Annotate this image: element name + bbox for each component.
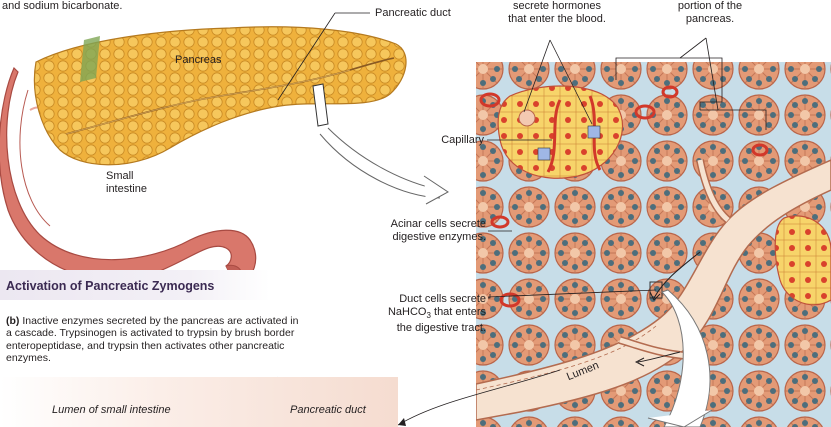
islet-hormones-label: secrete hormones that enter the blood.	[492, 0, 622, 26]
small-intestine-label: Small intestine	[106, 170, 147, 196]
acinar-line2: digestive enzymes.	[330, 231, 486, 244]
duct-cells-formula: NaHCO	[388, 306, 427, 318]
capillary-label: Capillary	[380, 134, 484, 147]
duct-cells-line3: the digestive tract.	[330, 322, 486, 335]
section-title: Activation of Pancreatic Zymogens	[6, 279, 214, 293]
exocrine-portion-line1: portion of the	[650, 0, 770, 13]
duct-cells-label: Duct cells secrete NaHCO3 that enters th…	[330, 293, 486, 335]
small-intestine-line2: intestine	[106, 183, 147, 196]
histology-panel	[476, 62, 831, 427]
duct-cells-line1: Duct cells secrete	[330, 293, 486, 306]
acinar-cells-label: Acinar cells secrete digestive enzymes.	[330, 218, 486, 244]
exocrine-portion-line2: pancreas.	[650, 13, 770, 26]
top-left-text: and sodium bicarbonate.	[2, 0, 122, 13]
duct-cells-line2: NaHCO3 that enters	[330, 306, 486, 322]
acinar-line1: Acinar cells secrete	[330, 218, 486, 231]
small-intestine-lumen-label: Lumen of small intestine	[52, 404, 171, 416]
pancreatic-duct-panel-label: Pancreatic duct	[290, 404, 366, 416]
pancreatic-duct-label: Pancreatic duct	[375, 7, 451, 20]
islet-hormones-line1: secrete hormones	[492, 0, 622, 13]
caption-text: Inactive enzymes secreted by the pancrea…	[6, 315, 298, 364]
figure-caption: (b) Inactive enzymes secreted by the pan…	[6, 315, 306, 365]
duct-cells-line2-rest: that enters	[431, 306, 486, 318]
exocrine-portion-label: portion of the pancreas.	[650, 0, 770, 26]
activation-panel	[0, 377, 398, 427]
small-intestine-line1: Small	[106, 170, 147, 183]
islet-hormones-line2: that enter the blood.	[492, 13, 622, 26]
pancreas-label: Pancreas	[175, 54, 221, 67]
caption-tag: (b)	[6, 315, 19, 327]
